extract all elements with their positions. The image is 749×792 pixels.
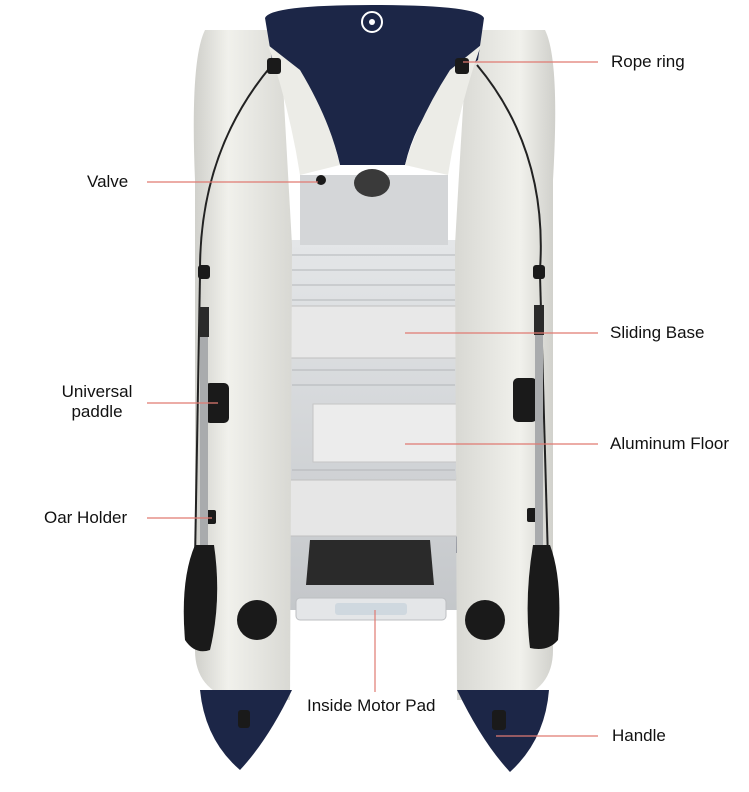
paddle-left (183, 307, 218, 652)
label-inside-motor-pad: Inside Motor Pad (307, 696, 436, 715)
valve-icon (316, 175, 326, 185)
label-universal-paddle-line2: paddle (71, 402, 123, 421)
handles (238, 710, 506, 730)
oar-holder-right (513, 378, 537, 422)
label-handle: Handle (612, 726, 666, 745)
rope-rings (198, 58, 545, 279)
handle-icon (492, 710, 506, 730)
right-tube (455, 30, 556, 772)
label-aluminum-floor: Aluminum Floor (610, 434, 730, 453)
label-valve: Valve (87, 172, 129, 191)
leader-lines (147, 61, 598, 737)
bow (265, 5, 484, 175)
label-universal-paddle-line1: Universal (61, 382, 133, 401)
label-sliding-base: Sliding Base (610, 323, 705, 342)
rope-ring-left (267, 58, 281, 74)
rope-ring-right (455, 58, 469, 74)
label-oar-holder: Oar Holder (44, 508, 128, 527)
label-universal-paddle: Universal paddle (58, 382, 136, 422)
seat-boards (276, 305, 464, 537)
paddle-right (527, 305, 560, 649)
left-tube (193, 30, 292, 770)
stern-wheels (237, 600, 505, 640)
motor-well (295, 540, 447, 621)
label-rope-ring: Rope ring (611, 52, 685, 71)
